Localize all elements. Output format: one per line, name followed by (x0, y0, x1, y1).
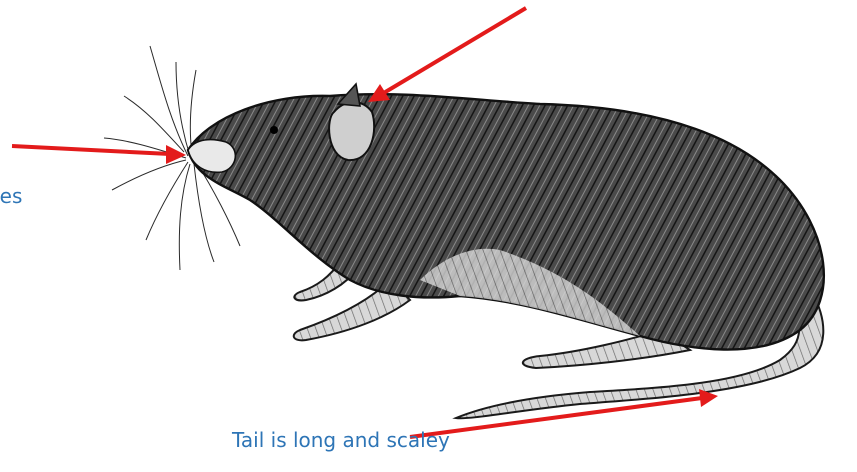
rat-body (188, 94, 824, 349)
arrow-ear (368, 8, 526, 102)
rat-snout (188, 140, 235, 173)
rat-eye (270, 126, 278, 134)
tail-label: Tail is long and scaley (232, 430, 450, 450)
arrow-nose (12, 145, 186, 164)
nose-label-fragment: oses (0, 186, 22, 206)
rat-ear (329, 102, 374, 160)
